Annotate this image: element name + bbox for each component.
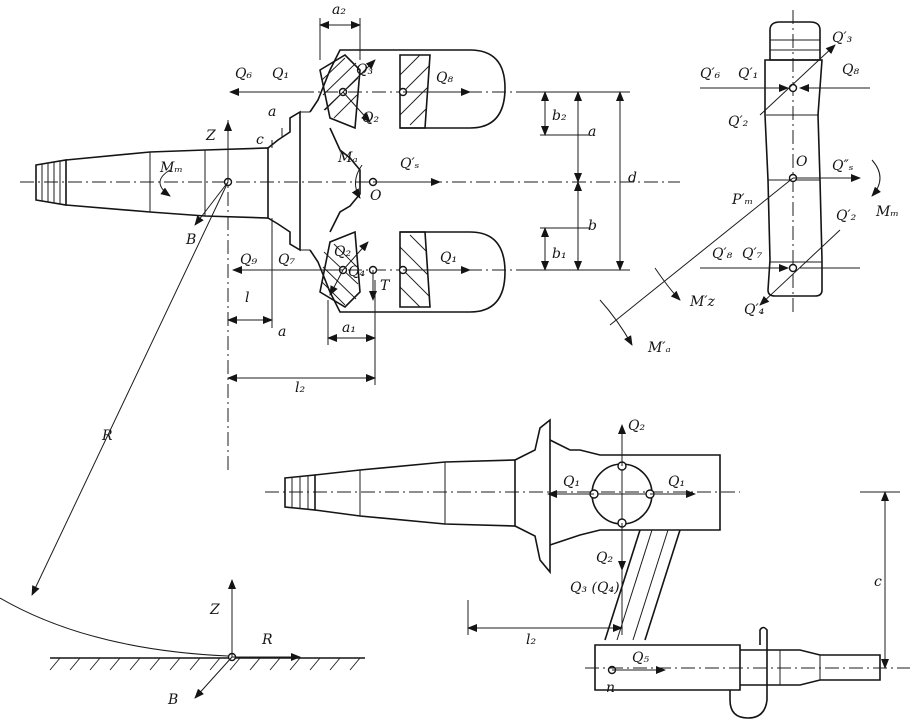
knuckle-elevation-view [20,49,680,470]
label-q7: Q₇ [278,252,295,268]
label-q6: Q₆ [235,66,252,82]
label-r-mm: Mₘ [875,204,899,220]
label-b-q5: Q₅ [632,650,649,666]
label-r-q4: Q′₄ [744,302,765,318]
label-r-mz: M′z [689,294,716,310]
label-q1: Q₁ [272,66,289,82]
knuckle-plan-view [265,418,910,719]
force-arrows-bottom [467,424,900,674]
label-c: c [256,132,264,148]
label-b-q1-right: Q₁ [668,474,685,490]
label-q4: Q₄ [348,264,365,280]
label-r-q7: Q′₇ [742,246,763,262]
label-r-q8: Q₈ [842,62,859,78]
label-b-q3-q4: Q₃ (Q₄) [570,580,620,596]
label-qs: Q′ₛ [400,156,420,172]
label-r-ma: M′ₐ [647,340,671,356]
label-q3: Q₃ [356,62,373,78]
label-z: Z [205,128,216,144]
label-a-top: a [268,104,276,120]
label-g-r: R [261,632,273,648]
label-q2-bottom: Q₂ [334,244,351,260]
label-a-right: a [588,124,596,140]
label-q1-bottom: Q₁ [440,250,457,266]
dimension-lines-top-left [227,18,630,385]
force-arrows-top-right [599,44,881,346]
label-b-l2: l₂ [526,632,536,648]
label-b-q1-left: Q₁ [563,474,580,490]
label-r-q6: Q′₆ [700,66,721,82]
label-a1: a₁ [342,320,356,336]
label-b2: b₂ [552,108,567,124]
label-a-bottom: a [278,324,286,340]
label-b-n: n [606,680,615,696]
label-r-q2b: Q′₂ [836,208,857,224]
label-g-z: Z [209,602,220,618]
force-arrows-top-left [159,59,471,301]
label-r-o: O [796,154,808,170]
label-l2: l₂ [295,380,305,396]
label-r-pm: P′ₘ [731,192,753,208]
label-b1: b₁ [552,246,567,262]
ground-hatching [49,657,361,671]
label-ma: Mₐ [337,150,358,166]
label-a2: a₂ [332,2,346,18]
label-b-axis: B [185,232,196,248]
label-l: l [245,290,249,306]
label-r-q8b: Q′₈ [712,246,733,262]
label-g-b: B [167,692,178,708]
label-r-q1: Q′₁ [738,66,758,82]
label-r-q2: Q′₂ [728,114,749,130]
label-b-q2-top: Q₂ [628,418,645,434]
label-r: R [101,428,113,444]
label-d: d [628,170,637,186]
label-q9: Q₉ [240,252,257,268]
label-b-q2-bottom: Q₂ [596,550,613,566]
label-r-q3: Q′₃ [832,30,853,46]
label-mm: Mₘ [159,160,183,176]
king-pin-side-view [764,10,823,315]
label-b: b [588,218,597,234]
label-r-qs: Q″ₛ [832,158,854,174]
label-q8: Q₈ [436,70,453,86]
diagram-labels: a₂ Q₆ Q₁ Q₃ Q₈ a c Q₂ b₂ Z Mₘ Mₐ Q′ₛ O d… [101,2,899,708]
label-b-c: c [874,574,882,590]
wheel-radius-and-ground [0,181,365,699]
label-o: O [370,188,382,204]
label-t: T [380,278,391,294]
label-q2-top: Q₂ [362,110,379,126]
